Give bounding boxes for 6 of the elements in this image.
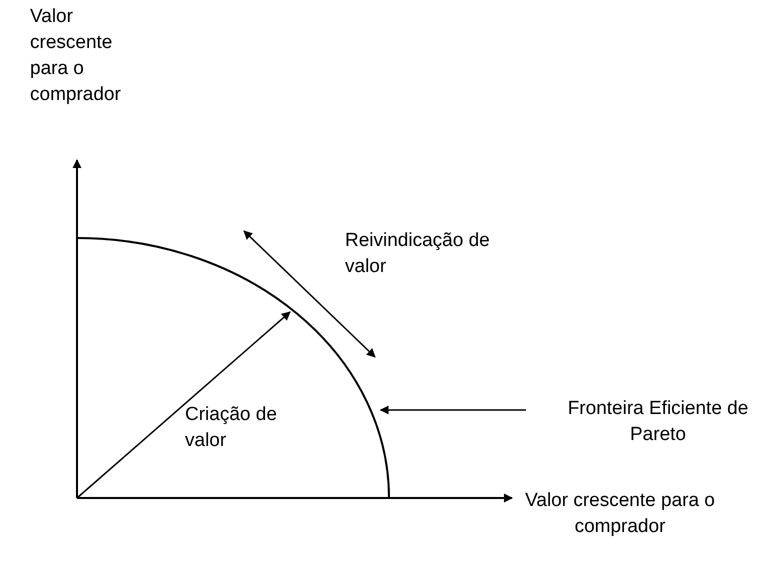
arrow bbox=[380, 406, 526, 414]
axis-label: Criação de valor bbox=[185, 403, 278, 453]
axis-label: Valor crescente para o comprador bbox=[30, 5, 122, 107]
axis-label: Reivindicação de valor bbox=[345, 229, 491, 279]
annotation-text: Fronteira Eficiente de Pareto bbox=[548, 396, 765, 448]
axis-label: Valor crescente para o comprador bbox=[524, 489, 716, 539]
